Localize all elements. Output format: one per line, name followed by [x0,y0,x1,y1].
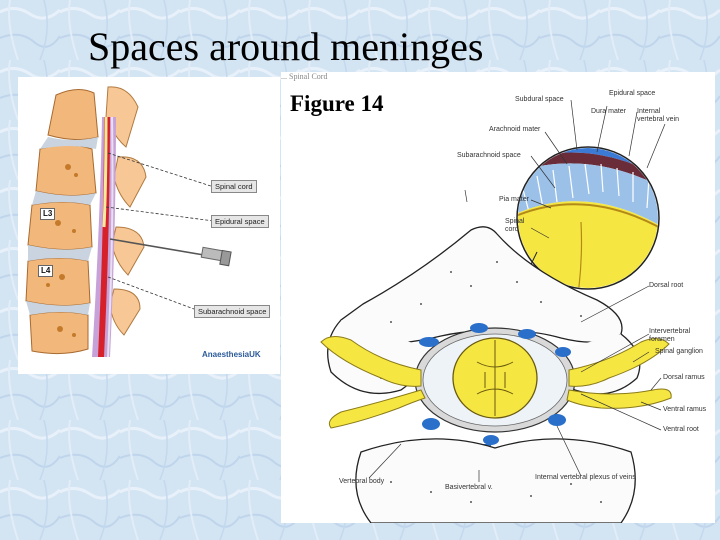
label-ventral-ramus: Ventral ramus [663,406,707,413]
label-subarachnoid-space-fig: Subarachnoid space [457,152,521,159]
label-dura-mater: Dura mater [591,108,627,115]
vertebra-label-l4: L4 [38,265,54,277]
figure-title: Figure 14 [290,91,384,116]
anaesthesiauk-logo: AnaesthesiaUK [202,350,261,359]
label-epidural-space: Epidural space [211,215,269,228]
label-pia-mater: Pia mater [499,196,529,203]
lumbar-puncture-diagram: L3 L4 Spinal cord Epidural space Subarac… [18,77,280,374]
lumbar-illustration [25,86,232,358]
label-internal-vertebral-vein: Internal vertebral vein [637,108,680,123]
figure-cut-caption: ... Spinal Cord [281,72,328,81]
cross-section-illustration [320,99,672,523]
label-vertebral-body: Vertebral body [339,478,385,485]
label-subarachnoid-space: Subarachnoid space [194,305,271,318]
label-dorsal-root: Dorsal root [649,282,684,289]
label-internal-vertebral-plexus: Internal vertebral plexus of veins [535,474,636,481]
label-intervertebral-foramen: Intervertebral foramen [649,328,691,343]
label-dorsal-ramus: Dorsal ramus [663,374,705,381]
spinal-cross-section-diagram: ... Spinal Cord Figure 14 Subdural space… [281,72,715,523]
label-subdural-space: Subdural space [515,96,564,103]
label-spinal-ganglion: Spinal ganglion [655,348,703,355]
label-basivertebral-v: Basivertebral v. [445,484,493,491]
label-arachnoid-mater: Arachnoid mater [489,126,541,133]
label-epidural-space-fig: Epidural space [609,90,656,97]
vertebra-label-l3: L3 [40,208,56,220]
slide-title: Spaces around meninges [88,24,484,69]
label-ventral-root: Ventral root [663,426,699,433]
label-spinal-cord: Spinal cord [211,180,257,193]
label-spinal-cord-fig: Spinal cord [505,218,525,233]
